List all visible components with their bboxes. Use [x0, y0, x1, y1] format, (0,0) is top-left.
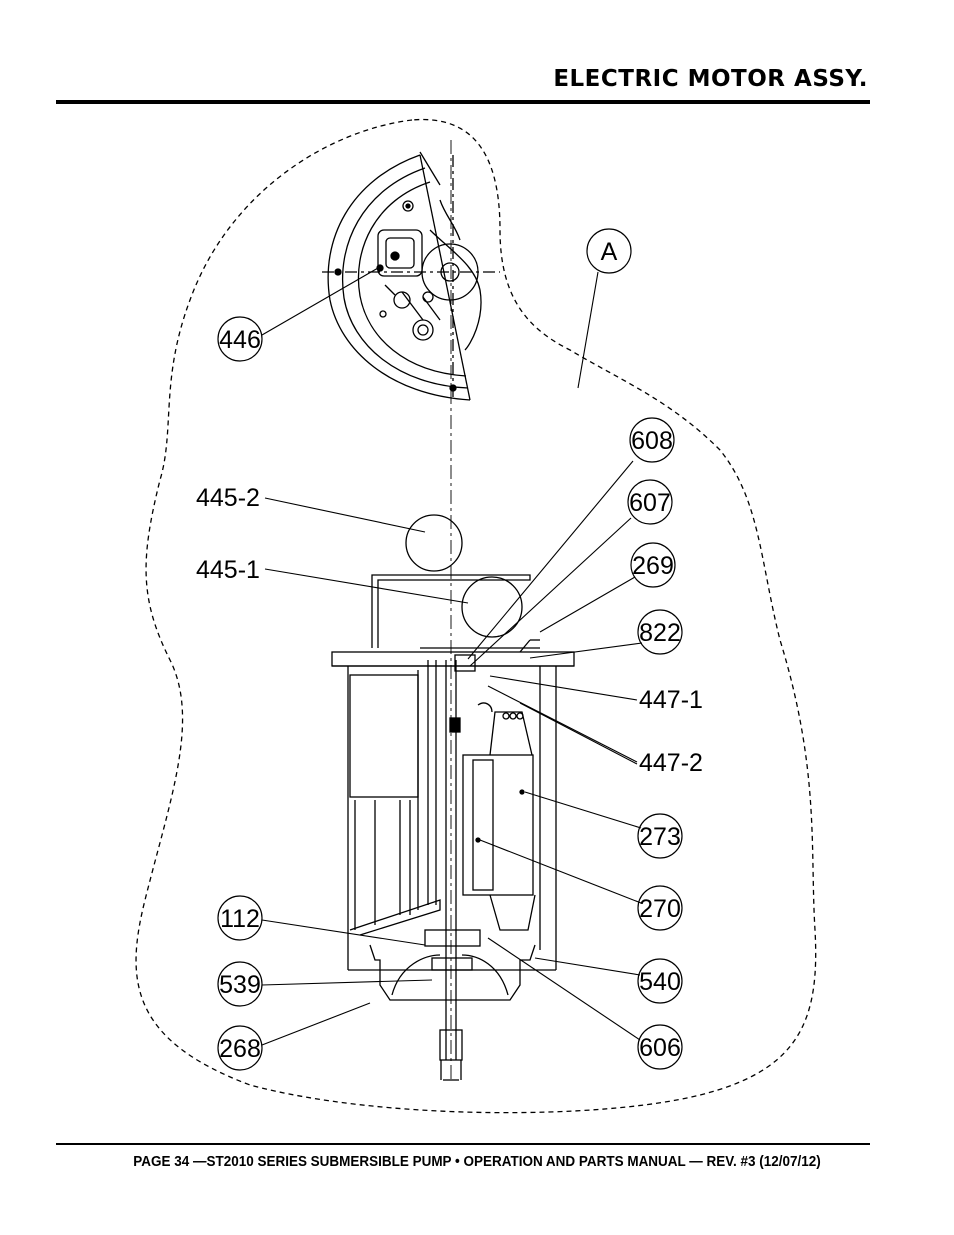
- callout-labels: A 446 608 607 269 822 273 270 112 539 54…: [219, 238, 681, 1063]
- callout-446: 446: [219, 326, 261, 354]
- footer-rule: [56, 1143, 870, 1145]
- callout-112: 112: [220, 905, 260, 933]
- callout-540: 540: [639, 968, 681, 996]
- callout-608: 608: [631, 427, 673, 455]
- callout-268: 268: [219, 1035, 261, 1063]
- leader-lines: [261, 267, 643, 1046]
- page-title: ELECTRIC MOTOR ASSY.: [553, 66, 868, 92]
- callout-539: 539: [219, 971, 261, 999]
- page-footer: PAGE 34 —ST2010 SERIES SUBMERSIBLE PUMP …: [133, 1154, 821, 1170]
- callout-269: 269: [632, 552, 674, 580]
- label-447-1: 447-1: [639, 686, 703, 714]
- label-445-2: 445-2: [196, 484, 260, 512]
- part-labels: 445-2 445-1 447-1 447-2: [196, 484, 703, 777]
- callout-270: 270: [639, 895, 681, 923]
- label-445-1: 445-1: [196, 556, 260, 584]
- callout-circles: [217, 228, 683, 1071]
- detail-label-a: A: [601, 238, 618, 266]
- callout-607: 607: [629, 489, 671, 517]
- callout-606: 606: [639, 1034, 681, 1062]
- label-447-2: 447-2: [639, 749, 703, 777]
- callout-822: 822: [639, 619, 681, 647]
- top-view: [322, 151, 500, 401]
- header-rule: [56, 100, 870, 104]
- detail-boundary: [135, 118, 817, 1114]
- callout-273: 273: [639, 823, 681, 851]
